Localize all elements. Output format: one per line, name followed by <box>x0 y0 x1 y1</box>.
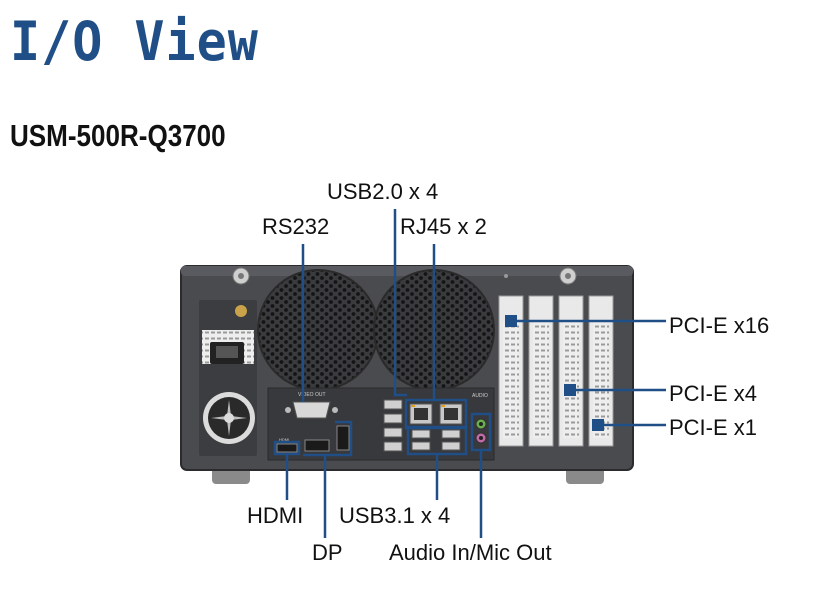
usb20-label: USB2.0 x 4 <box>327 179 439 204</box>
rj45-label: RJ45 x 2 <box>400 214 487 239</box>
dp-label: DP <box>312 540 343 565</box>
fan-grille-left <box>257 269 379 391</box>
pcie-x1-label: PCI-E x1 <box>669 415 758 440</box>
rj45-ports <box>409 403 463 425</box>
usb31-label: USB3.1 x 4 <box>339 503 451 528</box>
hdmi-label: HDMI <box>247 503 304 528</box>
callout-markers <box>505 315 604 431</box>
dp-port <box>336 425 350 451</box>
audio-jacks <box>475 418 487 444</box>
model-title: USM-500R-Q3700 <box>10 118 226 153</box>
pcie-x16-label: PCI-E x16 <box>669 313 770 338</box>
pcie-x4-label: PCI-E x4 <box>669 381 758 406</box>
antenna-connector-icon <box>235 305 247 317</box>
usb20-ports <box>383 399 403 452</box>
thumbscrew-icon <box>232 267 577 285</box>
rs232-label: RS232 <box>262 214 330 239</box>
dp-port <box>304 439 330 452</box>
audio-label: Audio In/Mic Out <box>389 540 552 565</box>
page-title: I/O View <box>10 10 259 73</box>
rs232-port <box>285 401 338 419</box>
power-supply <box>199 300 257 456</box>
callout-lines <box>273 209 666 538</box>
hdmi-panel-text: HDMI <box>279 437 289 442</box>
video-out-text: VIDEO OUT <box>298 392 326 398</box>
audio-panel-text: AUDIO <box>472 393 488 399</box>
usb31-ports <box>411 429 461 451</box>
hdmi-port <box>276 443 298 453</box>
